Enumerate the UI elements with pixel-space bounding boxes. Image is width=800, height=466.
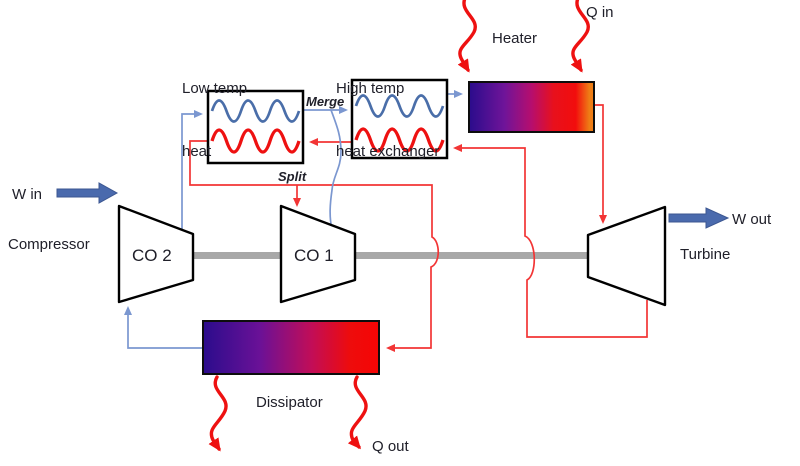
dissipator-left-squiggle [208, 375, 228, 452]
compressor-co2-shape [117, 204, 195, 304]
turbine-label: Turbine [680, 246, 731, 263]
heater-block [468, 81, 595, 133]
w-in-arrow [56, 182, 119, 204]
compressor-label: Compressor [8, 236, 90, 253]
pipe-heater-to-turbine [595, 104, 607, 224]
pipe-ltr-split-to-dissipator [189, 140, 440, 352]
high-temp-hx-label-line1: High temp [336, 80, 405, 97]
low-temp-hx-label-line1: Low temp [182, 80, 248, 97]
pipe-dissipator-to-compressor [124, 306, 202, 349]
dissipator-label: Dissipator [256, 394, 323, 411]
w-out-label: W out [732, 211, 772, 228]
q-in-squiggle [570, 0, 590, 73]
high-temp-hx-label: High temp heat exchanger [336, 36, 439, 204]
w-in-label: W in [12, 186, 42, 203]
split-label: Split [278, 169, 307, 184]
recompressor-co1-shape [279, 204, 357, 304]
q-in-label: Q in [586, 4, 614, 21]
w-out-arrow [668, 207, 730, 229]
heater-label: Heater [492, 30, 538, 47]
low-temp-hx-label: Low temp heat [182, 36, 247, 204]
htr-hot-wave [354, 127, 445, 153]
heater-heat-squiggle [457, 0, 477, 73]
high-temp-hx-box [350, 78, 449, 160]
pipe-recompressor-to-merge [329, 109, 342, 231]
q-out-label: Q out [372, 438, 409, 455]
merge-label: Merge [306, 94, 345, 109]
turbine-shape [586, 205, 667, 307]
ltr-hot-wave [210, 128, 301, 154]
pipe-turbine-to-htr [453, 144, 648, 338]
htr-cold-wave [354, 94, 445, 118]
compressor-co2-label: CO 2 [132, 246, 172, 265]
pipe-compressor-to-ltr [181, 110, 203, 231]
low-temp-hx-label-line2: heat [182, 143, 212, 160]
q-out-squiggle [347, 375, 368, 450]
recompressor-co1-label: CO 1 [294, 246, 334, 265]
shaft [193, 252, 589, 259]
dissipator-block [202, 320, 380, 375]
high-temp-hx-label-line2: heat exchanger [336, 143, 440, 160]
ltr-cold-wave [210, 99, 301, 123]
